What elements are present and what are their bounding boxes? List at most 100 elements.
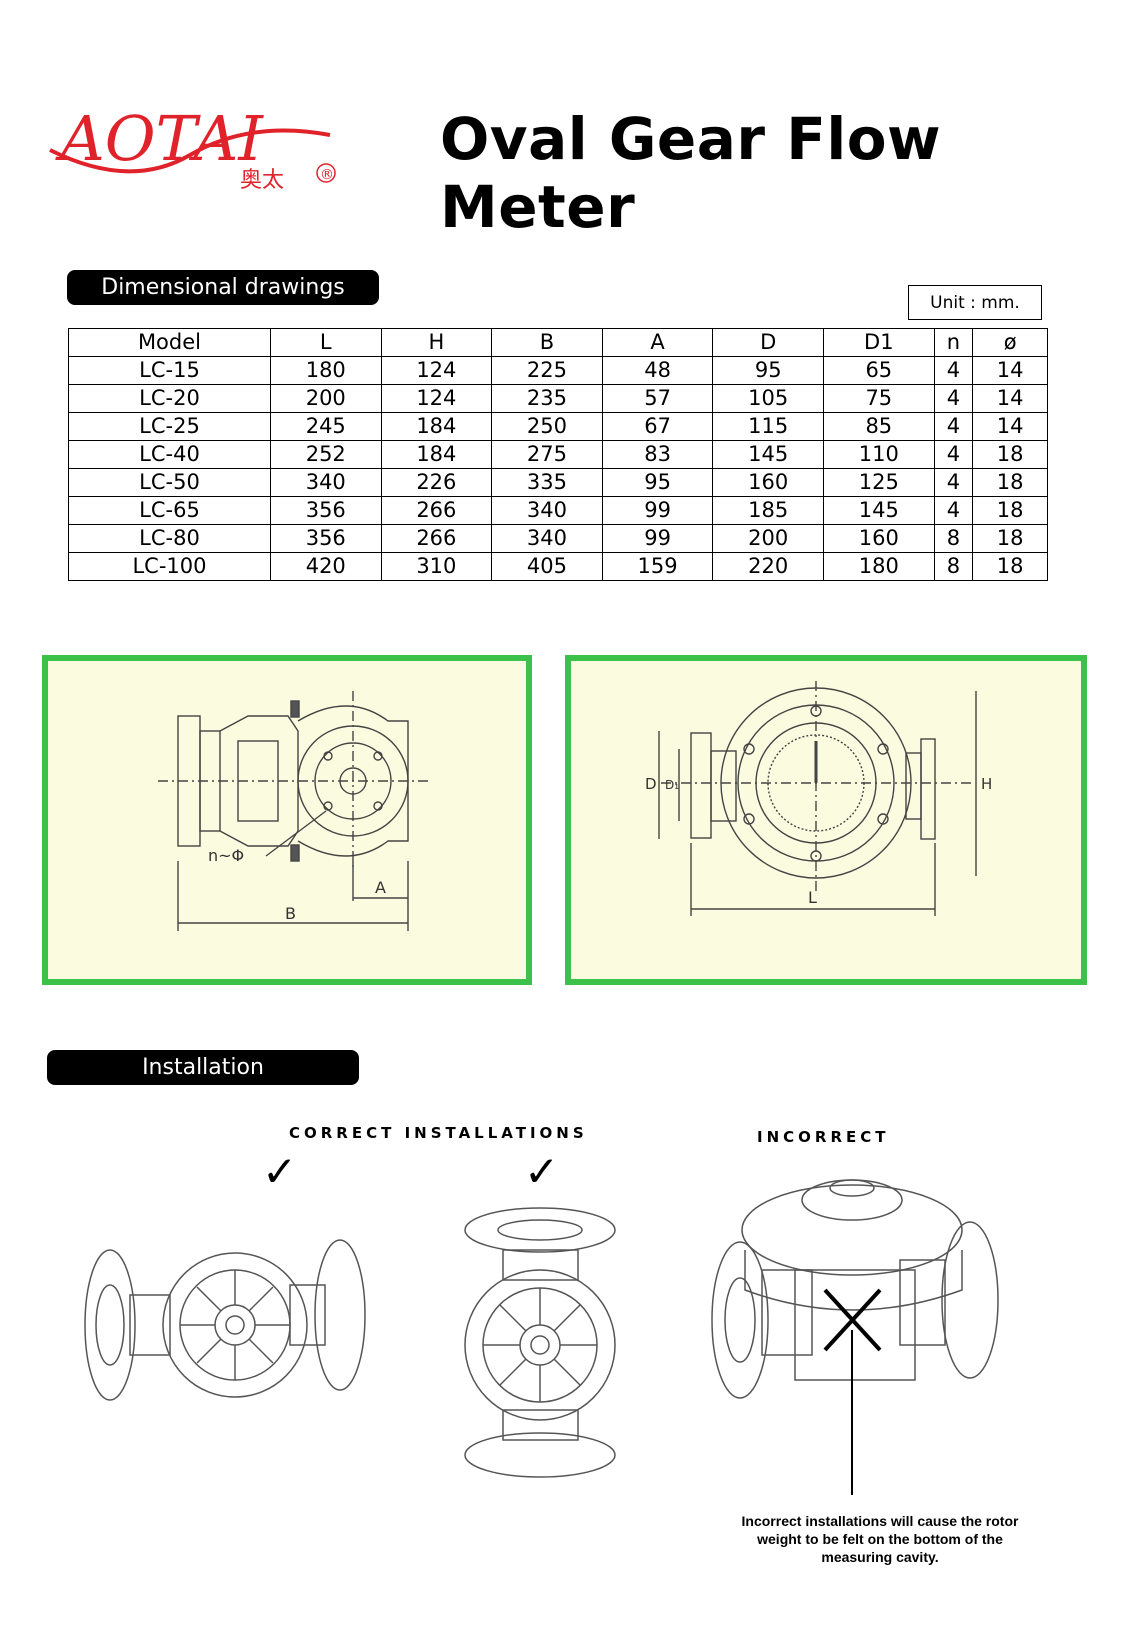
table-cell: 57 xyxy=(601,384,714,413)
page-title: Oval Gear Flow Meter xyxy=(440,105,942,241)
table-cell: 8 xyxy=(933,552,974,581)
table-cell: 184 xyxy=(380,440,493,469)
table-cell: 225 xyxy=(491,356,603,385)
table-cell: 18 xyxy=(972,496,1048,525)
table-cell: 99 xyxy=(601,524,714,553)
table-cell: 18 xyxy=(972,552,1048,581)
table-cell: 95 xyxy=(712,356,824,385)
table-cell: 85 xyxy=(823,412,935,441)
table-cell: 125 xyxy=(823,468,935,497)
installation-heading: Installation xyxy=(47,1050,359,1085)
dim-a-label: A xyxy=(375,878,386,897)
column-header: L xyxy=(269,328,382,357)
table-cell: LC-20 xyxy=(68,384,271,413)
table-cell: 356 xyxy=(269,496,382,525)
table-cell: 110 xyxy=(823,440,935,469)
table-cell: 245 xyxy=(269,412,382,441)
column-header: D xyxy=(712,328,824,357)
table-cell: 14 xyxy=(972,384,1048,413)
table-cell: LC-100 xyxy=(68,552,271,581)
table-cell: LC-80 xyxy=(68,524,271,553)
column-header: A xyxy=(601,328,714,357)
table-cell: 105 xyxy=(712,384,824,413)
incorrect-label: INCORRECT xyxy=(757,1128,890,1146)
table-cell: LC-40 xyxy=(68,440,271,469)
table-cell: 250 xyxy=(491,412,603,441)
column-header: n xyxy=(933,328,974,357)
table-cell: 340 xyxy=(491,496,603,525)
dim-h-label: H xyxy=(981,775,992,793)
table-cell: 115 xyxy=(712,412,824,441)
column-header: ø xyxy=(972,328,1048,357)
table-cell: LC-65 xyxy=(68,496,271,525)
table-cell: 4 xyxy=(933,440,974,469)
check-mark-icon: ✓ xyxy=(262,1147,298,1196)
table-cell: 266 xyxy=(380,524,493,553)
table-cell: 83 xyxy=(601,440,714,469)
table-cell: LC-50 xyxy=(68,468,271,497)
table-cell: 180 xyxy=(823,552,935,581)
table-cell: 67 xyxy=(601,412,714,441)
registered-mark: ® xyxy=(320,167,334,183)
table-cell: 4 xyxy=(933,412,974,441)
table-cell: 145 xyxy=(712,440,824,469)
table-cell: 310 xyxy=(380,552,493,581)
table-cell: 275 xyxy=(491,440,603,469)
table-cell: 200 xyxy=(269,384,382,413)
table-cell: 340 xyxy=(491,524,603,553)
table-cell: 160 xyxy=(823,524,935,553)
logo-chinese: 奥太 xyxy=(240,168,284,193)
table-cell: 180 xyxy=(269,356,382,385)
table-cell: 124 xyxy=(380,356,493,385)
table-cell: 420 xyxy=(269,552,382,581)
table-cell: 75 xyxy=(823,384,935,413)
table-cell: 184 xyxy=(380,412,493,441)
incorrect-installation-note: Incorrect installations will cause the r… xyxy=(741,1513,1019,1565)
table-cell: 99 xyxy=(601,496,714,525)
table-cell: 14 xyxy=(972,412,1048,441)
table-cell: 185 xyxy=(712,496,824,525)
table-cell: 4 xyxy=(933,496,974,525)
dimensional-heading: Dimensional drawings xyxy=(67,270,379,305)
bolt-label: n~Φ xyxy=(208,846,244,865)
table-cell: 18 xyxy=(972,440,1048,469)
logo-wordmark: AOTAI xyxy=(55,102,264,175)
table-cell: 226 xyxy=(380,468,493,497)
table-cell: 220 xyxy=(712,552,824,581)
dim-d1-label: D₁ xyxy=(665,778,679,792)
table-cell: 160 xyxy=(712,468,824,497)
table-cell: 145 xyxy=(823,496,935,525)
dim-b-label: B xyxy=(285,904,296,923)
check-mark-icon: ✓ xyxy=(524,1147,560,1196)
front-view-drawing: D D₁ H L xyxy=(565,655,1087,985)
table-cell: 356 xyxy=(269,524,382,553)
aotai-logo: AOTAI 奥太 ® xyxy=(49,102,336,193)
table-cell: 340 xyxy=(269,468,382,497)
table-cell: 200 xyxy=(712,524,824,553)
table-cell: 159 xyxy=(601,552,714,581)
table-cell: 65 xyxy=(823,356,935,385)
table-cell: 252 xyxy=(269,440,382,469)
table-cell: 4 xyxy=(933,384,974,413)
correct-installations-label: CORRECT INSTALLATIONS xyxy=(289,1124,588,1142)
table-cell: 4 xyxy=(933,356,974,385)
column-header: B xyxy=(491,328,603,357)
table-cell: 48 xyxy=(601,356,714,385)
unit-label: Unit : mm. xyxy=(908,285,1042,320)
table-cell: 266 xyxy=(380,496,493,525)
table-cell: 8 xyxy=(933,524,974,553)
table-cell: 95 xyxy=(601,468,714,497)
table-cell: 18 xyxy=(972,468,1048,497)
front-view-svg: D D₁ H L xyxy=(645,681,992,916)
dim-d-label: D xyxy=(645,775,657,793)
correct-horizontal-meter-illustration xyxy=(84,1239,366,1401)
